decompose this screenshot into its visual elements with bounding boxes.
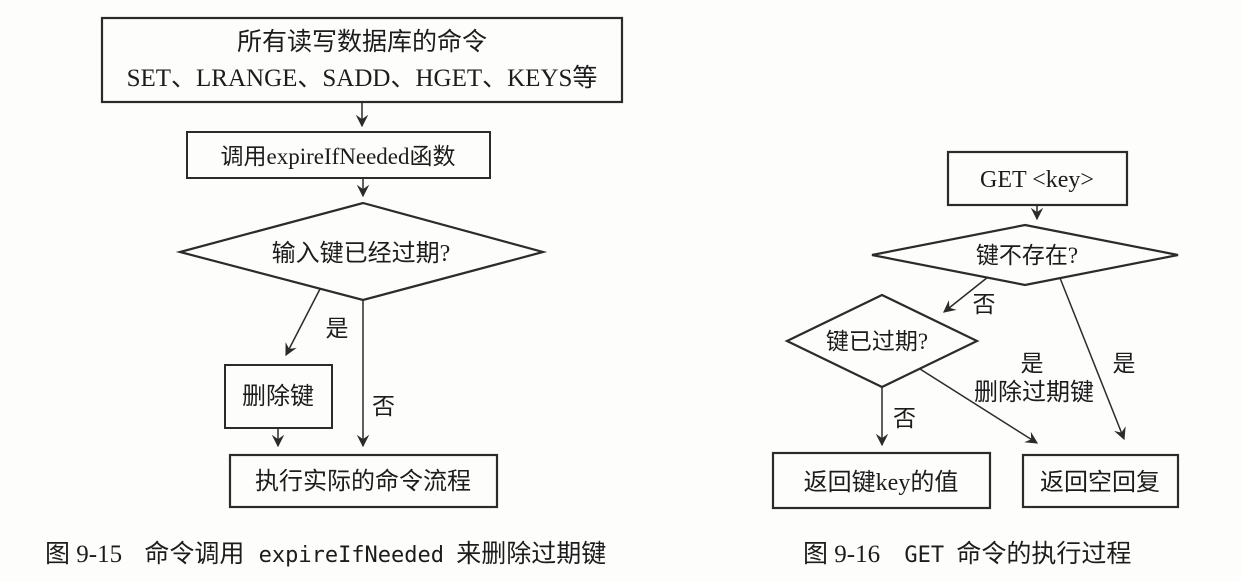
figure-9-16-caption: 图 9-16 GET 命令的执行过程 <box>803 540 1131 568</box>
edge-label-no-to-expired-check: 否 <box>973 292 996 317</box>
key-not-exist-label: 键不存在? <box>976 243 1078 268</box>
commands-box-label-line1: 所有读写数据库的命令 <box>237 28 487 56</box>
input-key-expired-label: 输入键已经过期? <box>272 240 451 267</box>
arrow-yes-to-nil <box>1059 277 1126 441</box>
edge-label-delete-expired: 删除过期键 <box>974 379 1094 406</box>
execute-command-box <box>228 453 499 509</box>
edge-label-no: 否 <box>372 394 395 419</box>
figure-9-16-caption-code: GET <box>904 543 944 568</box>
delete-key-label: 删除键 <box>242 383 314 410</box>
return-key-value-label: 返回键key的值 <box>804 469 959 496</box>
commands-box-label-line2: SET、LRANGE、SADD、HGET、KEYS等 <box>127 64 598 92</box>
call-expireifneeded-label: 调用expireIfNeeded函数 <box>220 144 455 169</box>
figure-9-15-caption: 图 9-15 命令调用 expireIfNeeded 来删除过期键 <box>45 540 606 568</box>
arrow-delete-expired-to-nil <box>919 368 1039 444</box>
edge-label-yes: 是 <box>326 316 349 341</box>
figure-9-15-number: 图 9-15 <box>45 541 122 568</box>
flowchart-expire-if-needed: 所有读写数据库的命令 SET、LRANGE、SADD、HGET、KEYS等 调用… <box>45 16 624 568</box>
edge-label-no-down: 否 <box>893 406 916 431</box>
return-nil-box <box>1021 453 1180 509</box>
return-key-value-box <box>771 451 992 510</box>
key-expired-label: 键已过期? <box>826 329 928 354</box>
edge-label-yes-mid: 是 <box>1021 351 1044 376</box>
get-key-label: GET <key> <box>980 167 1094 193</box>
figure-9-15-caption-code: expireIfNeeded <box>259 543 444 568</box>
execute-command-label: 执行实际的命令流程 <box>255 468 471 495</box>
figure-9-16-caption-post: 命令的执行过程 <box>956 540 1131 568</box>
arrow-no-to-expired-check <box>943 276 989 313</box>
figure-9-15-caption-pre: 命令调用 <box>144 540 244 568</box>
figure-9-16-number: 图 9-16 <box>803 541 880 568</box>
edge-label-yes-right: 是 <box>1113 351 1136 376</box>
arrow-yes-to-delete <box>285 288 321 357</box>
flowchart-get-command: GET <key> 键不存在? 否 是 键已过期? 否 是 删除过期键 返回键k… <box>771 150 1180 568</box>
key-not-exist-diamond <box>871 223 1179 287</box>
figure-9-15-caption-post: 来删除过期键 <box>456 540 606 568</box>
call-expireifneeded-box <box>186 131 491 179</box>
return-nil-label: 返回空回复 <box>1040 469 1160 496</box>
